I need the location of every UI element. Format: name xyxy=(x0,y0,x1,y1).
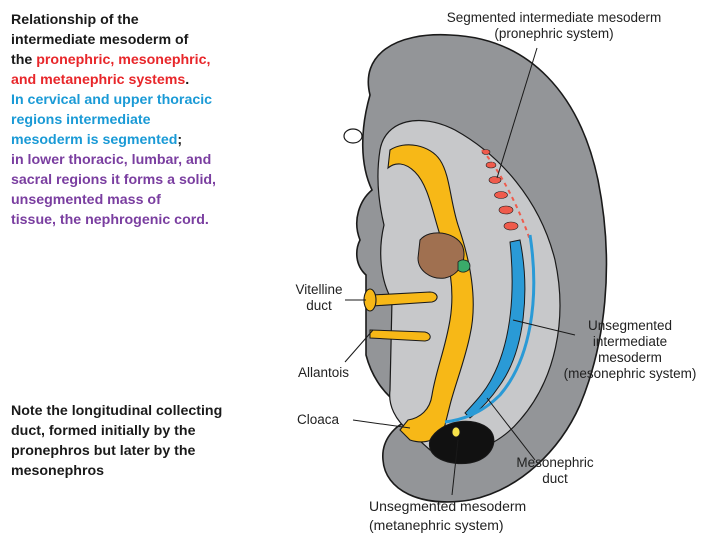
label-segmented-mesoderm: Segmented intermediate mesoderm (proneph… xyxy=(398,10,710,42)
intro-line-3: the pronephric, mesonephric, xyxy=(11,50,281,70)
intro-line-2: intermediate mesoderm of xyxy=(11,32,189,48)
pointer-allantois xyxy=(344,329,374,363)
pointer-mesonephric-duct xyxy=(486,397,536,461)
pointer-cloaca xyxy=(352,419,411,429)
systems-highlight-2: and metanephric systems xyxy=(11,72,186,88)
label-vitelline-line-1: Vitelline xyxy=(295,282,343,297)
pointer-unsegmented-mesoderm xyxy=(451,439,459,496)
unsegmented-line-2: sacral regions it forms a solid, xyxy=(11,172,216,188)
label-segmented-line-2: (pronephric system) xyxy=(494,26,614,41)
label-unseg-inter-line-2: intermediate xyxy=(592,334,668,349)
optic-vesicle xyxy=(343,128,363,144)
somite-5 xyxy=(498,205,514,215)
label-meso-duct-line-2: duct xyxy=(542,471,568,486)
intro-line-4: and metanephric systems. xyxy=(11,70,281,90)
allantois-stalk xyxy=(369,329,431,342)
segmented-line-3-text: mesoderm is segmented xyxy=(11,132,178,148)
label-unseg-meso-line-1: Unsegmented mesoderm xyxy=(369,498,527,514)
label-vitelline-duct: Vitelline duct xyxy=(289,282,349,314)
label-unseg-meso-line-2: (metanephric system) xyxy=(369,517,504,533)
label-unsegmented-mesoderm: Unsegmented mesoderm (metanephric system… xyxy=(369,497,526,535)
label-mesonephric-duct: Mesonephric duct xyxy=(500,455,610,487)
ureteric-bud xyxy=(451,426,461,438)
somite-3 xyxy=(488,176,502,184)
pointer-lines xyxy=(344,47,576,496)
segmented-mesoderm xyxy=(481,149,519,231)
somite-4 xyxy=(494,191,508,199)
unsegmented-line-4: tissue, the nephrogenic cord. xyxy=(11,212,209,228)
gut-tube xyxy=(387,144,474,443)
segmented-line-3-suffix: ; xyxy=(177,132,183,148)
intro-line-1: Relationship of the xyxy=(11,12,139,28)
note-paragraph: Note the longitudinal collecting duct, f… xyxy=(11,401,296,481)
segmented-line-2: regions intermediate xyxy=(11,112,151,128)
unsegmented-line-3: unsegmented mass of xyxy=(11,192,161,208)
intro-paragraph: Relationship of the intermediate mesoder… xyxy=(11,10,281,230)
somite-6 xyxy=(503,221,519,231)
label-allantois: Allantois xyxy=(298,365,350,380)
dorsal-dashed-line xyxy=(481,149,531,241)
label-segmented-line-1: Segmented intermediate mesoderm xyxy=(446,10,662,25)
label-unseg-inter-line-1: Unsegmented xyxy=(587,318,673,333)
note-line-1: Note the longitudinal collecting xyxy=(11,403,223,419)
intro-line-4-suffix: . xyxy=(185,72,190,88)
segmented-line-3: mesoderm is segmented; xyxy=(11,130,281,150)
note-line-2: duct, formed initially by the xyxy=(11,423,196,439)
label-unseg-inter-line-4: (mesonephric system) xyxy=(563,366,697,381)
segmented-line-1: In cervical and upper thoracic xyxy=(11,92,213,108)
vitelline-stalk xyxy=(371,291,438,307)
label-unseg-inter-line-3: mesoderm xyxy=(598,350,662,365)
label-cloaca: Cloaca xyxy=(297,412,340,427)
note-line-3: pronephros but later by the xyxy=(11,443,196,459)
label-unsegmented-intermediate: Unsegmented intermediate mesoderm (meson… xyxy=(540,318,720,382)
systems-highlight-1: pronephric, mesonephric, xyxy=(36,52,211,68)
mesonephric-duct-line xyxy=(444,234,536,424)
liver xyxy=(417,232,465,279)
intro-line-3-prefix: the xyxy=(11,52,37,68)
metanephric-mass xyxy=(428,420,495,465)
label-meso-duct-line-1: Mesonephric xyxy=(516,455,594,470)
gallbladder xyxy=(457,259,471,273)
label-vitelline-line-2: duct xyxy=(306,298,332,313)
pointer-segmented xyxy=(496,47,538,179)
note-line-4: mesonephros xyxy=(11,463,105,479)
unsegmented-line-1: in lower thoracic, lumbar, and xyxy=(11,152,212,168)
pointer-unsegmented-intermediate xyxy=(512,319,576,336)
